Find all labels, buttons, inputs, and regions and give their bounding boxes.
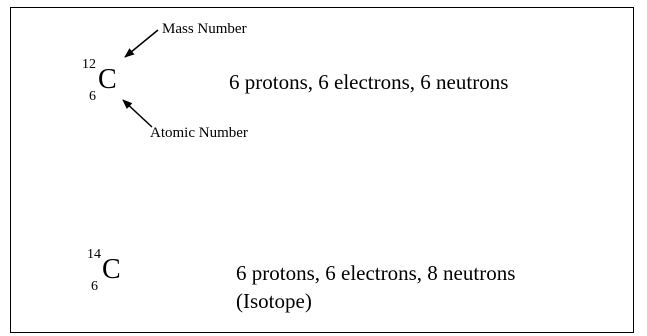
c14-description: 6 protons, 6 electrons, 8 neutrons: [236, 261, 516, 285]
c14-mass-number: 14: [87, 247, 101, 262]
diagram-frame: [10, 7, 634, 333]
c14-element-symbol: C: [102, 254, 121, 285]
c12-mass-number: 12: [82, 57, 96, 72]
c12-description: 6 protons, 6 electrons, 6 neutrons: [229, 70, 509, 94]
mass-number-label: Mass Number: [162, 21, 247, 37]
atomic-number-label: Atomic Number: [150, 125, 248, 141]
c14-atomic-number: 6: [91, 279, 98, 294]
c12-atomic-number: 6: [89, 89, 96, 104]
c14-isotope-note: (Isotope): [236, 289, 312, 313]
c12-element-symbol: C: [98, 64, 117, 95]
